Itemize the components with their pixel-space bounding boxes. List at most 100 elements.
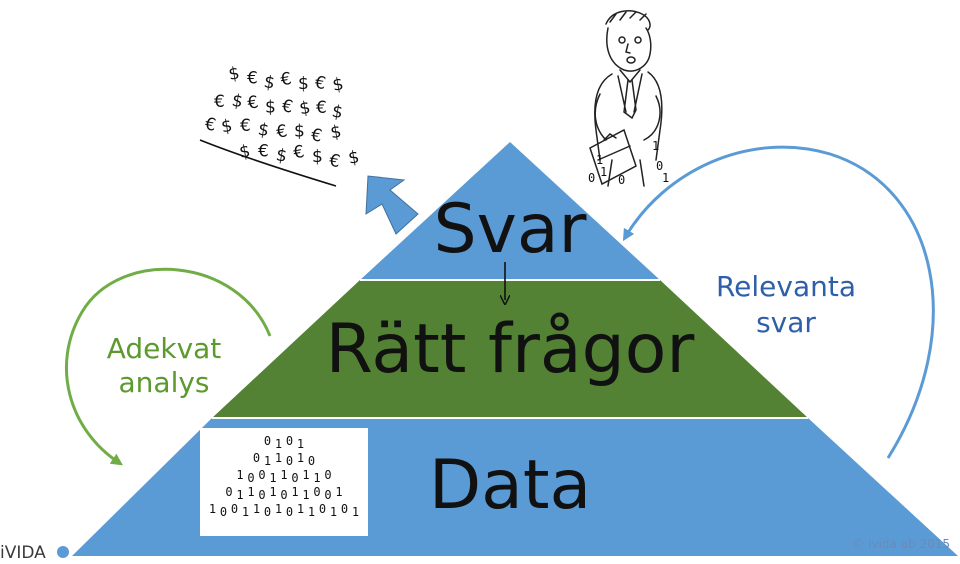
binary-digit: 1 [275,502,282,516]
binary-data-box [200,428,368,536]
ivida-logo: iVIDA [0,543,46,563]
binary-digit: 0 [247,471,254,485]
money-glyph: $ [220,116,234,138]
money-glyph: $ [230,91,244,113]
svar-label: svar [756,306,816,339]
money-glyph: $ [274,145,288,167]
binary-digit: 1 [269,471,276,485]
money-glyph: $ [238,141,252,163]
money-glyph: $ [347,147,361,169]
binary-digit: 0 [324,468,331,482]
binary-digit: 0 [286,454,293,468]
pyramid-top-layer [360,142,660,280]
binary-digit: 0 [308,454,315,468]
binary-digit: 0 [231,502,238,516]
binary-digit: 0 [280,488,287,502]
binary-digit: 1 [291,485,298,499]
binary-digit: 0 [286,505,293,519]
binary-digit: 0 [291,471,298,485]
pyramid-middle-layer [212,280,808,418]
adekvat-analys-arrow [65,267,272,466]
binary-digit: 1 [596,153,603,167]
money-glyph: $ [330,102,344,124]
binary-digit: 0 [253,451,260,465]
money-glyph: € [240,116,251,136]
binary-digit: 1 [264,454,271,468]
money-glyph: € [203,114,217,136]
money-glyph: € [214,92,225,112]
money-glyph: $ [298,74,309,94]
binary-digit: 1 [297,502,304,516]
relevanta-svar-arrow [622,145,935,459]
money-glyph: $ [298,98,312,120]
binary-digit: 0 [286,434,293,448]
adekvat-label: Adekvat [107,332,222,365]
money-glyph: € [279,69,293,91]
money-glyph: € [327,151,341,173]
money-glyph: $ [227,63,241,85]
layer-label-data: Data [429,446,591,525]
analys-label: analys [119,366,210,399]
money-glyph: $ [265,98,276,118]
layer-label-svar: Svar [433,190,586,269]
binary-digit: 0 [225,485,232,499]
money-glyph: € [258,142,269,162]
binary-digit: 1 [209,502,216,516]
binary-digit: 1 [652,139,659,153]
binary-digit: 1 [313,471,320,485]
binary-digit: 1 [662,171,669,185]
money-glyph: $ [262,72,276,94]
binary-digit: 1 [275,437,282,451]
money-glyph: $ [331,74,345,96]
binary-digit: 1 [302,488,309,502]
binary-digit: 1 [253,502,260,516]
money-glyph: € [275,121,289,143]
binary-digit: 0 [258,488,265,502]
businessman-sketch-icon [589,10,663,187]
copyright-text: © ivida ab 2015 [852,537,950,551]
binary-digit: 1 [236,468,243,482]
logo-circle-icon [57,546,69,558]
binary-digit: 1 [335,485,342,499]
binary-digit: 1 [330,505,337,519]
binary-digit: 0 [319,502,326,516]
binary-digit: 1 [297,451,304,465]
binary-digit: 1 [236,488,243,502]
binary-digit: 1 [247,485,254,499]
binary-digit: 0 [258,468,265,482]
money-ground-line [199,139,337,187]
binary-digit: 1 [297,437,304,451]
money-glyph: € [280,96,294,118]
money-glyph: € [247,69,258,89]
layer-label-ratt-fragor: Rätt frågor [326,310,695,389]
money-glyph: $ [329,122,343,144]
binary-digit: 0 [313,485,320,499]
binary-digit: 1 [352,505,359,519]
money-glyph: $ [256,120,270,142]
money-glyph: € [246,92,260,114]
relevanta-label: Relevanta [716,270,856,303]
binary-digit: 0 [264,505,271,519]
binary-digit: 1 [308,505,315,519]
block-arrow-icon [365,175,419,235]
money-glyph: € [309,125,323,147]
binary-digit: 1 [242,505,249,519]
binary-digit: 0 [220,505,227,519]
money-glyph: € [316,98,327,118]
money-glyph: $ [294,122,305,142]
binary-digit: 0 [341,502,348,516]
binary-digit: 1 [280,468,287,482]
money-glyph: € [313,73,327,95]
binary-digit: 0 [618,173,625,187]
binary-digit: 0 [264,434,271,448]
binary-digit: 1 [275,451,282,465]
binary-digit: 0 [656,159,663,173]
binary-digit: 0 [588,171,595,185]
binary-digit: 0 [324,488,331,502]
binary-digit: 1 [269,485,276,499]
money-pile-icon: $€$€$€$€$€$€$€$€$€$€$€$$€$€$€$ [199,63,361,187]
money-glyph: € [292,142,306,164]
binary-digit: 1 [600,165,607,179]
